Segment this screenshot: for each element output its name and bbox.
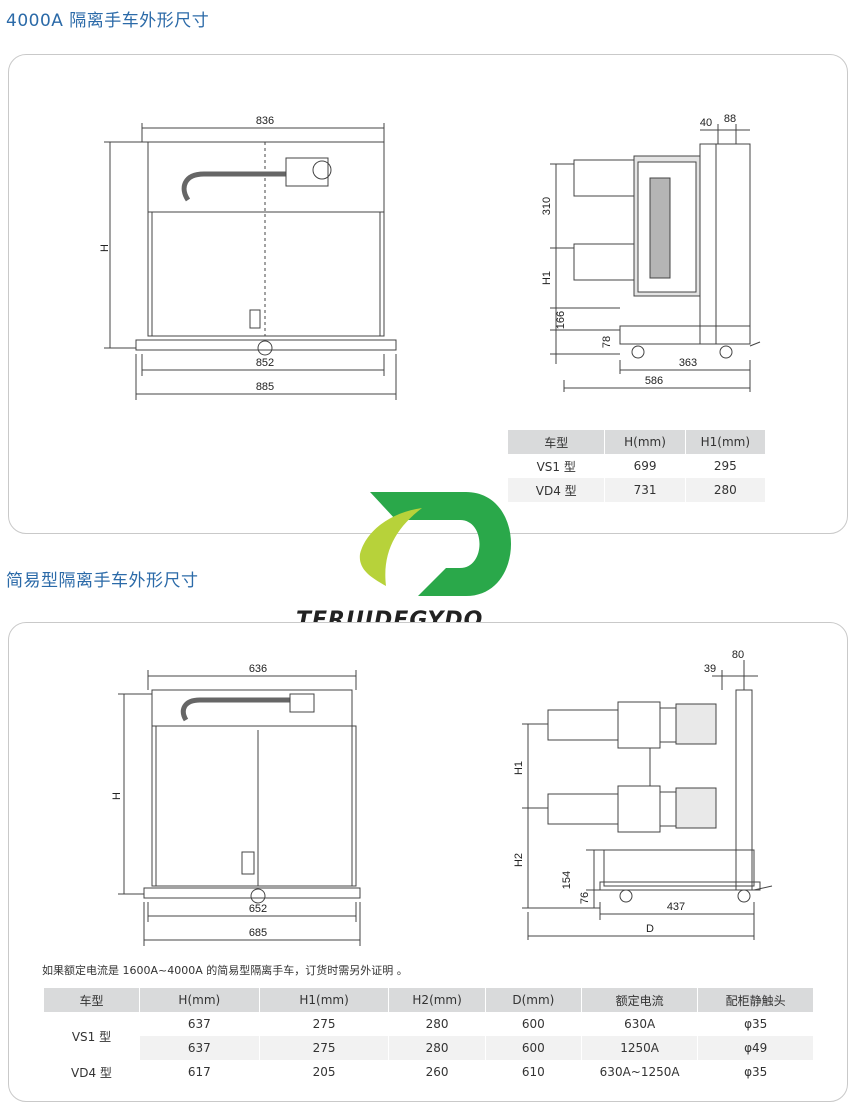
- company-logo-mark: [359, 492, 511, 596]
- side1-dim-310: 310: [541, 197, 553, 215]
- table-cell: 1250A: [581, 1036, 699, 1060]
- table2-header-cell: 车型: [44, 988, 140, 1012]
- front2-dim-bottom2: 685: [249, 927, 267, 939]
- table2-header-cell: 配柜静触头: [697, 988, 814, 1012]
- side1-dim-363: 363: [679, 357, 697, 369]
- side2-dim-h1: H1: [513, 761, 525, 775]
- table-cell: 600: [485, 1036, 582, 1060]
- front2-dim-h: H: [111, 792, 123, 800]
- front1-dim-top: 836: [256, 115, 274, 127]
- table-cell: VD4 型: [508, 478, 606, 502]
- table-cell: φ49: [697, 1036, 814, 1060]
- table-cell: 260: [388, 1060, 486, 1084]
- table-cell: 637: [139, 1036, 260, 1060]
- side1-dim-88: 88: [724, 113, 736, 125]
- side1-dim-78: 78: [601, 336, 613, 348]
- table-cell: φ35: [697, 1012, 814, 1036]
- table-cell: VD4 型: [44, 1060, 140, 1084]
- table2-header-cell: D(mm): [485, 988, 582, 1012]
- table-cell: 280: [388, 1012, 486, 1036]
- table2-header-cell: H1(mm): [259, 988, 390, 1012]
- table-row: VD4 型 731 280: [508, 478, 767, 502]
- front-view-drawing-1: 836 H 852 885: [100, 115, 397, 400]
- table-row: VS1 型 637 275 280 600 630A φ35: [44, 1012, 814, 1060]
- table-cell: 630A: [581, 1012, 699, 1036]
- side-view-drawing-1: 40 88 310 H1 166 78 363 586: [541, 113, 761, 392]
- side2-dim-39: 39: [704, 663, 716, 675]
- front1-dim-bottom2: 885: [256, 381, 274, 393]
- table-row: 637 275 280 600 1250A φ49: [44, 1036, 814, 1060]
- table2-header-cell: H(mm): [139, 988, 260, 1012]
- side1-dim-586: 586: [645, 375, 663, 387]
- table-cell: 637: [139, 1012, 260, 1036]
- side2-dim-d: D: [646, 923, 654, 935]
- table-cell: 617: [139, 1060, 260, 1084]
- table2-header-cell: H2(mm): [388, 988, 486, 1012]
- side-view-drawing-2: 39 80 H1 H2 154 76 437 D: [513, 650, 773, 940]
- side2-dim-76: 76: [579, 892, 591, 904]
- table-cell: 600: [485, 1012, 582, 1036]
- table-cell: 731: [604, 478, 686, 502]
- spec-table-1: 车型 H(mm) H1(mm) VS1 型 699 295 VD4 型 731 …: [508, 430, 767, 502]
- table-cell: 275: [259, 1012, 390, 1036]
- table-cell: VS1 型: [44, 1012, 140, 1060]
- table-cell: VS1 型: [508, 454, 606, 478]
- front1-dim-bottom1: 852: [256, 357, 274, 369]
- table-cell: 295: [685, 454, 767, 478]
- side2-dim-437: 437: [667, 901, 685, 913]
- order-note: 如果额定电流是 1600A~4000A 的简易型隔离手车，订货时需另外证明 。: [42, 964, 408, 977]
- side1-dim-h1: H1: [541, 271, 553, 285]
- table-cell: 699: [604, 454, 686, 478]
- table-row: VS1 型 699 295: [508, 454, 767, 478]
- side2-dim-154: 154: [561, 871, 573, 889]
- table-cell: 205: [259, 1060, 390, 1084]
- table-cell: 275: [259, 1036, 390, 1060]
- table-row: VD4 型 617 205 260 610 630A~1250A φ35: [44, 1060, 814, 1084]
- table1-header-cell: H1(mm): [685, 430, 767, 454]
- table-cell: 280: [685, 478, 767, 502]
- front2-dim-bottom1: 652: [249, 903, 267, 915]
- front1-dim-h: H: [100, 244, 111, 252]
- table-cell: φ35: [697, 1060, 814, 1084]
- side1-dim-40: 40: [700, 117, 712, 129]
- table-cell: 610: [485, 1060, 582, 1084]
- table1-header-row: 车型 H(mm) H1(mm): [508, 430, 767, 454]
- side2-dim-h2: H2: [513, 853, 525, 867]
- front2-dim-top: 636: [249, 663, 267, 675]
- section2-title: 简易型隔离手车外形尺寸: [6, 571, 199, 591]
- front-view-drawing-2: 636 H 652 685: [111, 663, 361, 946]
- table-cell: 280: [388, 1036, 486, 1060]
- table1-header-cell: H(mm): [604, 430, 686, 454]
- table2-header-cell: 额定电流: [581, 988, 699, 1012]
- spec-table-2: 车型 H(mm) H1(mm) H2(mm) D(mm) 额定电流 配柜静触头 …: [44, 988, 814, 1084]
- section1-title: 4000A 隔离手车外形尺寸: [6, 11, 210, 31]
- table2-header-row: 车型 H(mm) H1(mm) H2(mm) D(mm) 额定电流 配柜静触头: [44, 988, 814, 1012]
- side1-dim-166: 166: [555, 311, 567, 329]
- table1-header-cell: 车型: [508, 430, 606, 454]
- side2-dim-80: 80: [732, 650, 744, 661]
- table-cell: 630A~1250A: [581, 1060, 699, 1084]
